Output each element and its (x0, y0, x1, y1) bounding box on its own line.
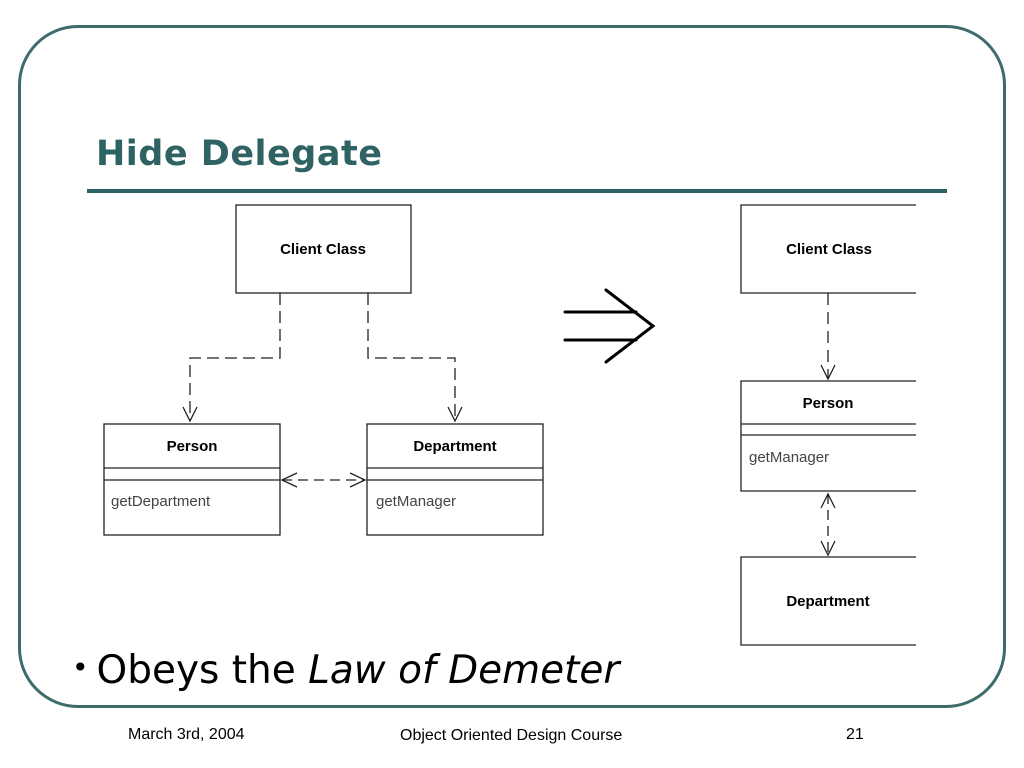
after-diagram (740, 204, 916, 646)
after-department-name: Department (786, 593, 869, 610)
after-arrowhead-up (820, 492, 836, 509)
before-dependency-client-to-department (367, 293, 456, 420)
slide-frame (18, 25, 1006, 708)
bullet-marker: • (72, 651, 89, 684)
before-arrowhead-person (182, 406, 198, 423)
before-arrowhead-right (349, 472, 367, 488)
footer-date: March 3rd, 2004 (128, 726, 245, 743)
after-arrowhead-person (820, 364, 836, 381)
before-arrowhead-department (447, 406, 463, 423)
footer-page-number: 21 (846, 726, 864, 743)
slide-title: Hide Delegate (96, 134, 383, 174)
after-department-box (740, 556, 916, 646)
after-client-class-name: Client Class (786, 241, 872, 258)
bullet-law-of-demeter: •Obeys the Law of Demeter (72, 648, 619, 693)
transform-arrow-icon (563, 288, 656, 364)
after-person-name: Person (803, 395, 854, 412)
before-person-operation: getDepartment (111, 493, 211, 510)
before-department-name: Department (413, 438, 496, 455)
after-person-box (740, 380, 916, 492)
before-diagram (103, 204, 544, 536)
before-client-class-box (235, 204, 412, 294)
after-arrowhead-down (820, 540, 836, 557)
before-person-name: Person (167, 438, 218, 455)
footer-course: Object Oriented Design Course (400, 727, 623, 744)
bullet-text-italic: Law of Demeter (308, 648, 620, 693)
before-department-operation: getManager (376, 493, 456, 510)
before-arrowhead-left (280, 472, 298, 488)
before-dependency-client-to-person (189, 293, 281, 420)
before-client-class-name: Client Class (280, 241, 366, 258)
title-divider (87, 189, 947, 193)
after-person-operation: getManager (749, 449, 829, 466)
bullet-text: Obeys the (96, 648, 309, 693)
